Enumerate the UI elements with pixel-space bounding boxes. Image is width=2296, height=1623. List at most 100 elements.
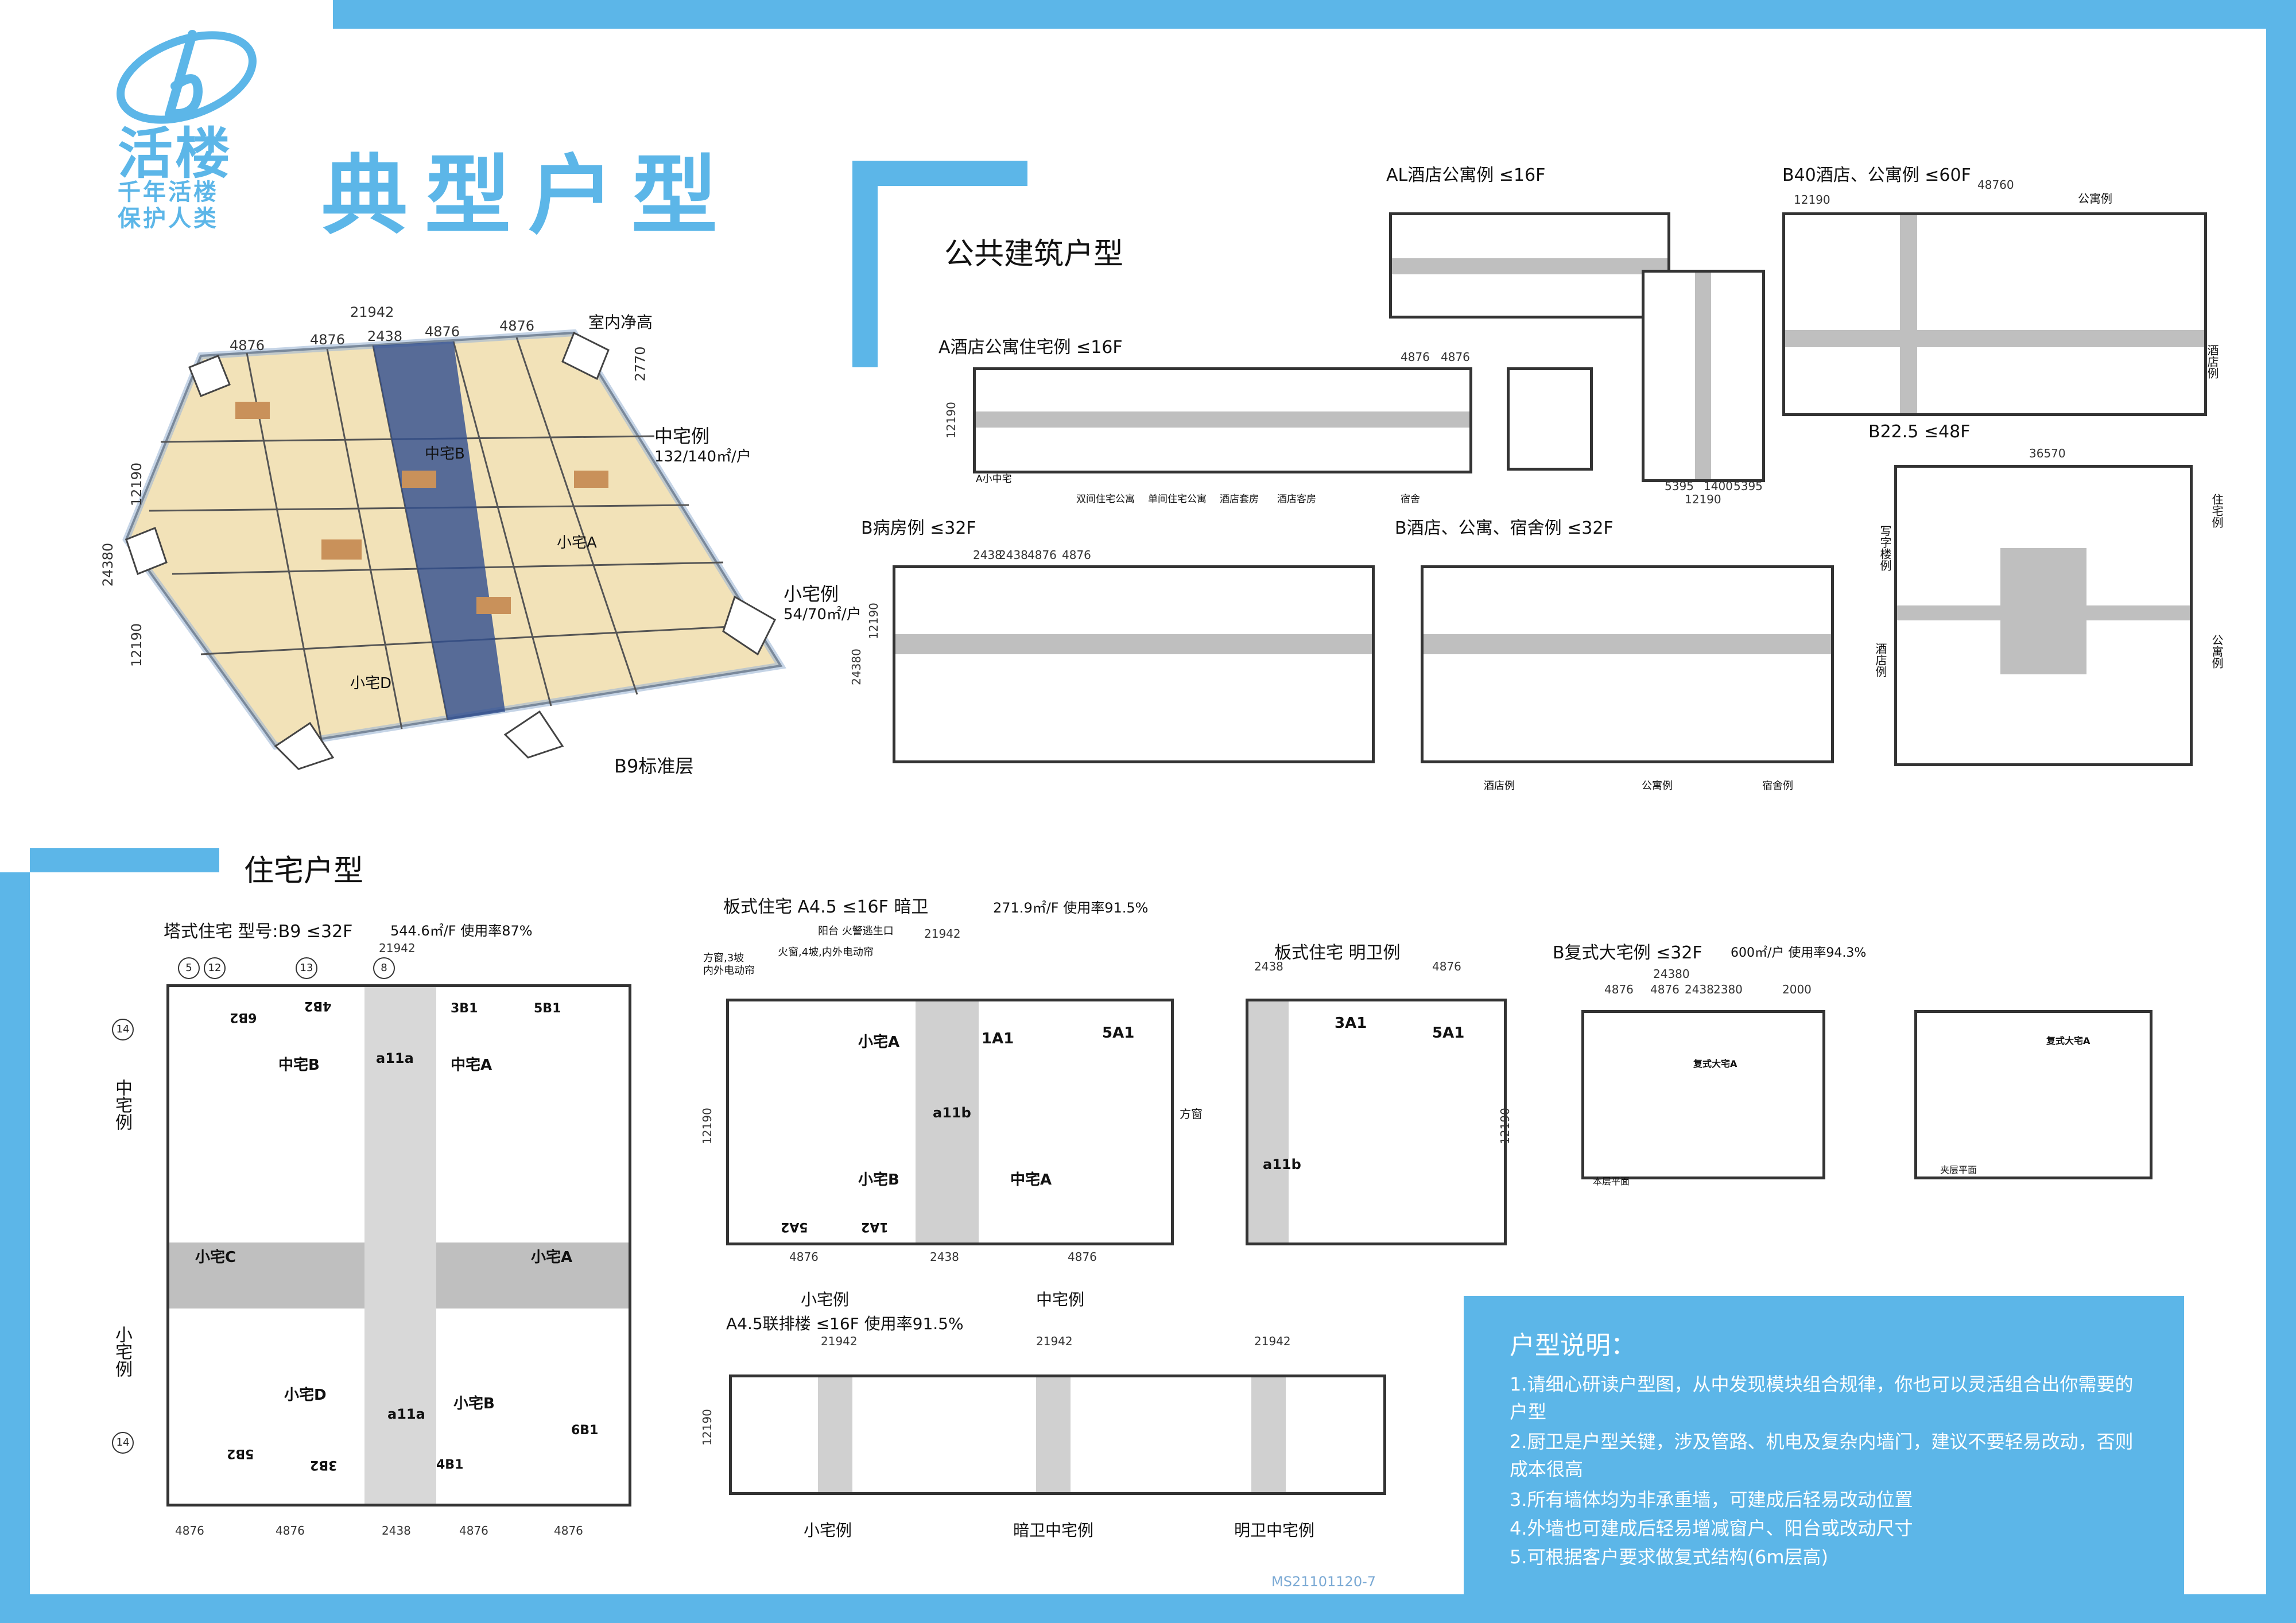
b9-3d-dim-2: 4876: [310, 332, 346, 348]
b9-room-label-2: 小宅D: [350, 675, 392, 692]
plan-b40-label-2: 酒店例: [2205, 344, 2219, 379]
row-dim-2: 21942: [1036, 1334, 1073, 1348]
plan-al-dim-2: 1400: [1704, 479, 1733, 493]
section-residential-title: 住宅户型: [244, 854, 364, 888]
tower-axis-12: 12: [204, 957, 226, 979]
logo-slogan-1: 千年活楼: [118, 179, 219, 205]
tower-axis-8: 8: [373, 957, 395, 979]
slab-title: 板式住宅 A4.5 ≤16F 暗卫: [723, 897, 929, 917]
plan-bward-dim-4: 4876: [1062, 548, 1091, 562]
duplex-title: B复式大宅例 ≤32F: [1553, 943, 1702, 963]
tower-unit-5: 小宅D: [284, 1387, 327, 1404]
notes-title: 户型说明：: [1510, 1331, 1636, 1360]
b9-3d-dim-3: 2438: [367, 328, 403, 344]
b9-3d-view: 小宅A 小宅D 中宅B: [103, 298, 895, 786]
b9-ceiling-label: 室内净高: [588, 313, 653, 332]
tower-unit-6: 小宅B: [453, 1395, 495, 1412]
tower-dim-top: 21942: [379, 941, 416, 955]
plan-al-dim-1: 5395: [1665, 479, 1694, 493]
slab-plan: [726, 999, 1174, 1245]
plan-a-caption-6: 宿舍: [1401, 494, 1420, 505]
plan-bward-title: B病房例 ≤32F: [861, 518, 976, 538]
tower-dim-2: 4876: [276, 1524, 305, 1537]
slab-light-plan: [1246, 999, 1507, 1245]
plan-b40-label-1: 公寓例: [2078, 192, 2112, 205]
plan-b225-title: B22.5 ≤48F: [1868, 422, 1971, 442]
tower-meta: 544.6㎡/F 使用率87%: [390, 923, 533, 939]
plan-bhotel-caption-1: 酒店例: [1484, 780, 1515, 792]
tower-axis-13: 13: [296, 957, 317, 979]
tower-axis-14-b: 14: [112, 1432, 134, 1454]
notes-item-3: 3.所有墙体均为非承重墙，可建成后轻易改动位置: [1510, 1489, 1913, 1511]
tower-room-8: 6B1: [571, 1423, 599, 1438]
b9-3d-dim-left-2: 12190: [129, 623, 145, 667]
notes-item-1: 1.请细心研读户型图，从中发现模块组合规律，你也可以灵活组合出你需要的户型: [1510, 1373, 2134, 1423]
divider-residential: [30, 848, 219, 872]
slab-light-unit-1: 3A1: [1335, 1015, 1367, 1032]
b9-medium-label: 中宅例: [654, 425, 710, 447]
tower-unit-8: a11a: [387, 1406, 425, 1422]
logo: 活楼 千年活楼 保护人类: [112, 23, 261, 232]
plan-b225-label-3: 酒店例: [1874, 643, 1887, 677]
plan-b40-dim-1: 12190: [1794, 193, 1830, 207]
section-public-title: 公共建筑户型: [944, 237, 1124, 271]
plan-bward-dim-1: 2438: [973, 548, 1002, 562]
slab-dim-total: 21942: [924, 927, 961, 941]
slab-side-note: 方窗: [1180, 1107, 1203, 1121]
tower-unit-2: 中宅A: [451, 1057, 492, 1074]
frame-left: [0, 872, 30, 1623]
tower-title: 塔式住宅 型号:B9 ≤32F: [164, 922, 353, 942]
slab-unit-6: 中宅A: [1010, 1171, 1052, 1189]
row-title: A4.5联排楼 ≤16F 使用率91.5%: [726, 1314, 964, 1333]
tower-plan: [166, 984, 631, 1506]
plan-b40-title: B40酒店、公寓例 ≤60F: [1782, 165, 1971, 185]
doc-code: MS21101120-7: [1271, 1574, 1376, 1590]
logo-mark-icon: [117, 30, 257, 124]
b9-caption: B9标准层: [614, 755, 694, 777]
plan-a-caption-5: 酒店客房: [1277, 494, 1316, 505]
plan-al-dim-3: 5395: [1733, 479, 1763, 493]
bracket-public-v: [852, 161, 878, 367]
b9-room-label-3: 中宅B: [425, 445, 465, 463]
duplex-dim-4: 2380: [1713, 983, 1743, 996]
tower-side-small: 小宅例: [112, 1326, 132, 1377]
slab-light-title: 板式住宅 明卫例: [1274, 943, 1401, 963]
slab-unit-7: 5A2: [781, 1220, 808, 1234]
row-dim-3: 21942: [1254, 1334, 1291, 1348]
plan-a-dim-1: 4876: [1401, 350, 1430, 364]
plan-b225-label-1: 写字楼例: [1878, 525, 1892, 571]
b9-3d-dim-5: 4876: [499, 318, 535, 334]
plan-al: [1389, 212, 1670, 319]
plan-bward: [893, 565, 1375, 763]
b9-3d-dim-left-1: 12190: [129, 462, 145, 507]
slab-unit-3: 5A1: [1102, 1024, 1135, 1042]
plan-a-caption-2: 双间住宅公寓: [1076, 494, 1135, 505]
b9-small-area: 54/70㎡/户: [784, 606, 862, 623]
tower-axis-14-a: 14: [112, 1019, 134, 1040]
bracket-public-h: [852, 161, 1027, 186]
b9-medium-area: 132/140㎡/户: [654, 448, 751, 465]
slab-unit-1: 小宅A: [858, 1034, 900, 1051]
tower-unit-1: 中宅B: [278, 1057, 320, 1074]
plan-bhotel: [1421, 565, 1834, 763]
b9-3d-dim-1: 4876: [230, 337, 265, 354]
plan-b40: [1782, 212, 2207, 416]
tower-unit-7: a11a: [376, 1050, 414, 1066]
frame-right: [2266, 0, 2296, 1623]
slab-light-unit-3: a11b: [1263, 1156, 1301, 1172]
slab-dim-1: 4876: [789, 1250, 819, 1264]
row-plan: [729, 1374, 1386, 1495]
frame-bottom: [0, 1594, 2296, 1623]
duplex-caption-1: 本层平面: [1593, 1176, 1630, 1187]
notes-item-2: 2.厨卫是户型关键，涉及管路、机电及复杂内墙门，建议不要轻易改动，否则成本很高: [1510, 1431, 2134, 1480]
b9-ceiling-value: 2770: [632, 346, 649, 382]
slab-note-2: 火窗,4坡,内外电动帘: [778, 946, 874, 958]
plan-bward-dim-6: 24380: [849, 649, 863, 685]
plan-al-tower: [1642, 270, 1765, 482]
plan-a-caption-1: A小中宅: [976, 473, 1012, 485]
row-caption-2: 暗卫中宅例: [1013, 1521, 1094, 1540]
plan-a-title: A酒店公寓住宅例 ≤16F: [938, 337, 1123, 358]
duplex-dim-total: 24380: [1653, 967, 1690, 981]
notes-panel: 户型说明： 1.请细心研读户型图，从中发现模块组合规律，你也可以灵活组合出你需要…: [1464, 1296, 2184, 1594]
plan-b225-label-4: 公寓例: [2210, 634, 2224, 669]
